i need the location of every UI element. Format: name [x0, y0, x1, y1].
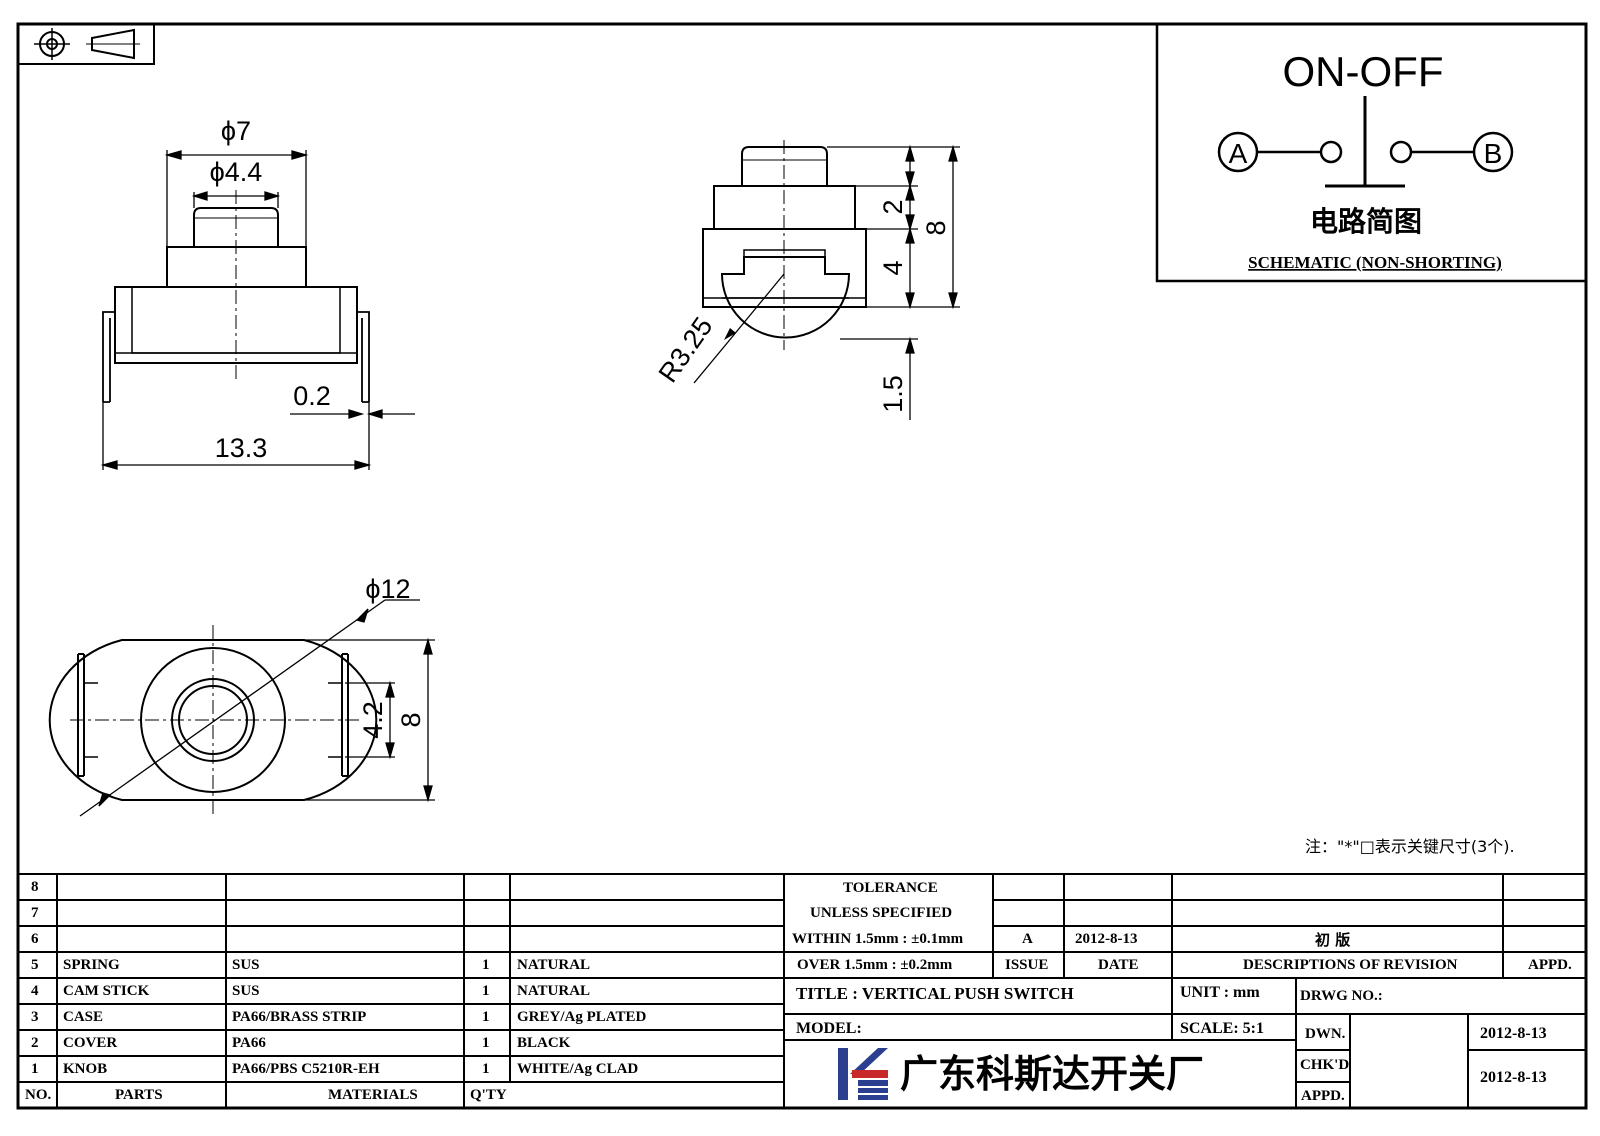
bom-qty: 1: [482, 1061, 490, 1077]
company-name: 广东科斯达开关厂: [900, 1052, 1205, 1096]
drawn-date: 2012-8-13: [1480, 1025, 1547, 1042]
terminal-b-circle: [1472, 131, 1514, 173]
dim-8-bottom: 8: [396, 712, 426, 727]
unit-field: UNIT : mm: [1180, 984, 1260, 1001]
dim-phi4-4: ϕ4.4: [210, 157, 263, 187]
bom-material: PA66: [232, 1035, 266, 1051]
checked-label: CHK'D: [1300, 1057, 1350, 1073]
company-logo: [838, 1048, 888, 1100]
tolerance-line3: WITHIN 1.5mm : ±0.1mm: [792, 931, 964, 947]
dim-4: 4: [878, 260, 908, 275]
schematic-caption-cn: 电路简图: [1310, 205, 1422, 238]
bom-part: COVER: [63, 1035, 118, 1051]
date-label: DATE: [1098, 957, 1139, 973]
bom-header-materials: MATERIALS: [328, 1087, 418, 1103]
tolerance-line4: OVER 1.5mm : ±0.2mm: [797, 957, 953, 973]
bom-no: 3: [31, 1009, 39, 1025]
bom-header-no: NO.: [25, 1087, 52, 1103]
bom-header-qty: Q'TY: [470, 1087, 507, 1103]
bom-finish: NATURAL: [517, 983, 591, 999]
bom-no: 6: [31, 931, 39, 947]
bom-no: 1: [31, 1061, 39, 1077]
top-view-dimensions: [79, 599, 435, 817]
dim-phi12: ϕ12: [365, 574, 410, 604]
dim-0-2: 0.2: [293, 381, 331, 411]
dim-phi7: ϕ7: [221, 116, 251, 146]
revision-description: 初 版: [1315, 931, 1351, 949]
bom-finish: BLACK: [517, 1035, 571, 1051]
bom-header-parts: PARTS: [115, 1087, 163, 1103]
bom-no: 4: [31, 983, 39, 999]
description-label: DESCRIPTIONS OF REVISION: [1243, 957, 1458, 973]
bom-no: 7: [31, 905, 39, 921]
dim-4-2: 4.2: [358, 701, 388, 739]
dim-13-3: 13.3: [215, 433, 268, 463]
bom-qty: 1: [482, 1035, 490, 1051]
bom-no: 5: [31, 957, 39, 973]
sheet-border: [16, 22, 1588, 1110]
bom-finish: GREY/Ag PLATED: [517, 1009, 647, 1025]
terminal-a-label: A: [1229, 138, 1248, 169]
revision-date: 2012-8-13: [1075, 931, 1138, 947]
bom-part: SPRING: [63, 957, 120, 973]
approved-label: APPD.: [1528, 957, 1572, 973]
schematic-caption-en: SCHEMATIC (NON-SHORTING): [1248, 253, 1502, 272]
first-angle-projection-icon: [17, 23, 155, 65]
drawing-title: TITLE : VERTICAL PUSH SWITCH: [796, 984, 1074, 1003]
bom-material: SUS: [232, 983, 260, 999]
bom-finish: WHITE/Ag CLAD: [517, 1061, 639, 1077]
bom-material: PA66/BRASS STRIP: [232, 1009, 367, 1025]
schematic-title: ON-OFF: [1283, 48, 1444, 95]
tolerance-line1: TOLERANCE: [843, 880, 938, 896]
bom-material: SUS: [232, 957, 260, 973]
tolerance-line2: UNLESS SPECIFIED: [810, 905, 953, 921]
bom-no: 8: [31, 879, 39, 895]
revision-issue: A: [1022, 931, 1033, 947]
scale-field: SCALE: 5:1: [1180, 1020, 1265, 1037]
bom-qty: 1: [482, 1009, 490, 1025]
bom-part: CAM STICK: [63, 983, 150, 999]
dim-2: 2: [878, 199, 908, 214]
front-view-dimensions: [100, 150, 415, 470]
bom-no: 2: [31, 1035, 39, 1051]
drawing-number: DRWG NO.:: [1300, 988, 1383, 1004]
issue-label: ISSUE: [1005, 957, 1049, 973]
bom-material: PA66/PBS C5210R-EH: [232, 1061, 380, 1077]
bom-qty: 1: [482, 957, 490, 973]
dim-8-side: 8: [921, 220, 951, 235]
key-dimension-note: 注："*"□表示关键尺寸(3个).: [1305, 837, 1515, 856]
dim-1-5: 1.5: [878, 375, 908, 413]
bom-finish: NATURAL: [517, 957, 591, 973]
bom-part: KNOB: [63, 1061, 108, 1077]
schematic-box: ON-OFF A B 电路简图 SCHEMATIC (NON-SHORTING): [1155, 22, 1588, 283]
side-view-dimensions: [827, 144, 960, 420]
title-block-grid: [18, 873, 1586, 1108]
bom-qty: 1: [482, 983, 490, 999]
terminal-b-label: B: [1484, 138, 1503, 169]
front-view: [102, 190, 370, 403]
model-field: MODEL:: [796, 1020, 862, 1037]
approved-title-label: APPD.: [1301, 1088, 1345, 1104]
bom-part: CASE: [63, 1009, 104, 1025]
drawn-label: DWN.: [1305, 1026, 1346, 1042]
side-view: [693, 140, 867, 384]
checked-date: 2012-8-13: [1480, 1069, 1547, 1086]
